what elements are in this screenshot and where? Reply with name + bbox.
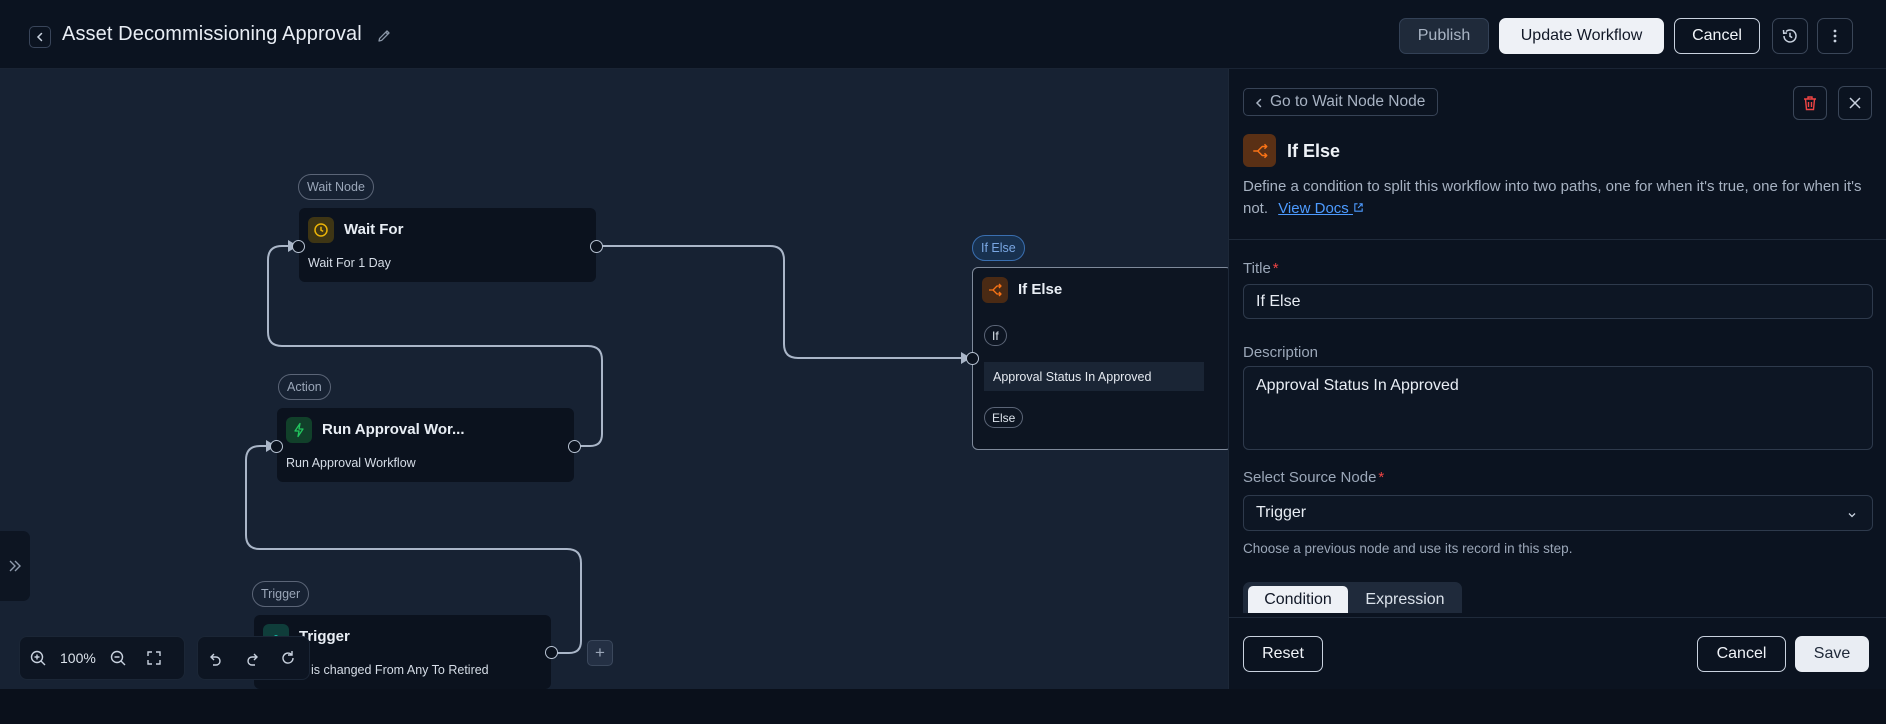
external-link-icon <box>1354 203 1363 212</box>
footer-divider <box>1229 617 1886 618</box>
chevrons-right-icon <box>9 560 21 572</box>
history-button[interactable] <box>1772 18 1808 54</box>
output-handle[interactable] <box>590 240 603 253</box>
reset-button[interactable]: Reset <box>1243 636 1323 672</box>
edge-action-to-wait <box>267 245 603 447</box>
wait-node[interactable]: Wait For Wait For 1 Day <box>299 208 596 282</box>
expand-sidebar-button[interactable] <box>0 531 30 601</box>
more-options-button[interactable] <box>1817 18 1853 54</box>
split-icon <box>1243 134 1276 167</box>
page-title: Asset Decommissioning Approval <box>62 23 362 45</box>
required-marker: * <box>1378 469 1385 486</box>
title-label-text: Title <box>1243 260 1271 277</box>
top-bar: Asset Decommissioning Approval Publish U… <box>0 0 1886 69</box>
close-panel-button[interactable] <box>1838 86 1872 120</box>
divider <box>1229 239 1886 240</box>
panel-description: Define a condition to split this workflo… <box>1243 176 1873 220</box>
source-node-select[interactable]: Trigger <box>1243 495 1873 531</box>
workflow-canvas[interactable]: Wait Node Wait For Wait For 1 Day Action… <box>0 69 1228 689</box>
condition-row: Approval Status In Approved <box>984 362 1204 391</box>
pencil-icon <box>378 30 390 42</box>
panel-title: If Else <box>1287 141 1341 161</box>
zoom-in-icon <box>30 650 46 666</box>
chevron-left-icon <box>1253 96 1265 114</box>
delete-node-button[interactable] <box>1793 86 1827 120</box>
history-icon <box>1782 29 1797 43</box>
if-branch-pill: If <box>984 325 1007 346</box>
action-node[interactable]: Run Approval Wor... Run Approval Workflo… <box>277 408 574 482</box>
fullscreen-icon <box>147 651 161 665</box>
node-title: Run Approval Wor... <box>322 421 465 438</box>
zoom-level: 100% <box>60 650 96 666</box>
input-handle[interactable] <box>966 352 979 365</box>
split-icon <box>982 277 1008 303</box>
node-subtitle: is changed From Any To Retired <box>311 663 489 677</box>
edge-trigger-to-action <box>245 445 582 654</box>
undo-button[interactable] <box>198 649 234 667</box>
tab-expression[interactable]: Expression <box>1365 590 1445 608</box>
node-subtitle: Run Approval Workflow <box>286 456 416 470</box>
zoom-out-button[interactable] <box>100 649 136 667</box>
required-marker: * <box>1272 260 1279 277</box>
node-type-pill: Action <box>278 374 331 400</box>
zoom-in-button[interactable] <box>20 649 56 667</box>
view-docs-label: View Docs <box>1278 200 1349 217</box>
refresh-button[interactable] <box>270 649 306 667</box>
bottom-strip <box>0 689 1886 724</box>
title-input[interactable]: If Else <box>1243 284 1873 319</box>
chevron-down-icon <box>1848 513 1856 518</box>
node-settings-panel: Go to Wait Node Node If Else Define a co… <box>1228 69 1886 689</box>
input-handle[interactable] <box>292 240 305 253</box>
edit-title-button[interactable] <box>376 28 394 46</box>
title-field-label: Title* <box>1243 260 1279 277</box>
description-textarea[interactable]: Approval Status In Approved <box>1243 366 1873 450</box>
source-node-label: Select Source Node* <box>1243 469 1384 486</box>
back-button[interactable] <box>29 26 51 48</box>
edge-wait-to-ifelse <box>596 245 969 359</box>
go-to-label: Go to Wait Node Node <box>1270 93 1426 110</box>
chevron-left-icon <box>36 32 43 42</box>
node-title: If Else <box>1018 281 1063 298</box>
refresh-icon <box>282 651 294 664</box>
publish-button[interactable]: Publish <box>1399 18 1489 54</box>
node-type-pill: Wait Node <box>298 174 374 200</box>
input-handle[interactable] <box>270 440 283 453</box>
history-toolbar <box>197 636 310 680</box>
source-node-value: Trigger <box>1256 504 1307 521</box>
trash-icon <box>1804 96 1816 111</box>
fit-view-button[interactable] <box>136 650 172 666</box>
description-text: Define a condition to split this workflo… <box>1243 178 1862 217</box>
ifelse-node[interactable]: If Else If Approval Status In Approved E… <box>972 267 1228 450</box>
lightning-icon <box>286 417 312 443</box>
save-button[interactable]: Save <box>1795 636 1869 672</box>
condition-mode-tabs: Condition Expression <box>1243 582 1462 613</box>
source-label-text: Select Source Node <box>1243 469 1377 486</box>
update-workflow-button[interactable]: Update Workflow <box>1499 18 1664 54</box>
zoom-toolbar: 100% <box>19 636 185 680</box>
panel-cancel-button[interactable]: Cancel <box>1697 636 1786 672</box>
cancel-button[interactable]: Cancel <box>1674 18 1760 54</box>
undo-icon <box>210 653 221 666</box>
more-vertical-icon <box>1833 29 1837 43</box>
output-handle[interactable] <box>568 440 581 453</box>
output-handle[interactable] <box>545 646 558 659</box>
node-type-pill: If Else <box>972 235 1025 261</box>
node-type-pill: Trigger <box>252 581 310 607</box>
node-title: Wait For <box>344 221 404 238</box>
go-to-previous-node-button[interactable]: Go to Wait Node Node <box>1243 88 1439 116</box>
node-title: Trigger <box>299 628 350 645</box>
view-docs-link[interactable]: View Docs <box>1278 200 1364 217</box>
source-node-hint: Choose a previous node and use its recor… <box>1243 541 1573 556</box>
node-subtitle: Wait For 1 Day <box>308 256 391 270</box>
clock-icon <box>308 217 334 243</box>
close-icon <box>1849 97 1861 109</box>
description-field-label: Description <box>1243 344 1319 361</box>
redo-button[interactable] <box>234 649 270 667</box>
add-node-button[interactable]: + <box>587 640 613 666</box>
redo-icon <box>247 653 258 666</box>
tab-condition[interactable]: Condition <box>1248 586 1348 613</box>
zoom-out-icon <box>110 650 126 666</box>
else-branch-pill: Else <box>984 407 1024 428</box>
